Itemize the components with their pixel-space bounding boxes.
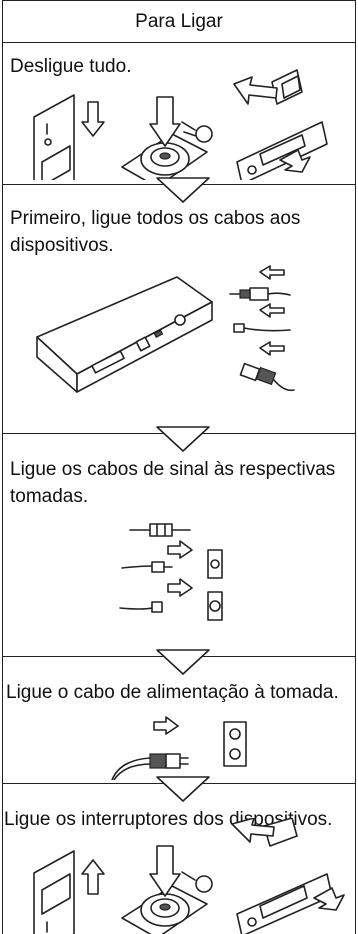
right-arrow-icon bbox=[167, 540, 193, 597]
hand-arrow-icon bbox=[279, 149, 311, 173]
usb-plug-icon bbox=[239, 362, 295, 392]
left-arrow-icon bbox=[233, 76, 278, 105]
coax-splitter-icon bbox=[129, 523, 191, 537]
down-arrow-icon-2 bbox=[156, 426, 210, 452]
connect-cables-illustration bbox=[36, 265, 295, 393]
down-arrow-icon-3 bbox=[156, 649, 210, 675]
hand-arrow-icon bbox=[313, 887, 345, 911]
push-button-icon bbox=[121, 96, 213, 180]
phone-wall-outlet-icon bbox=[207, 591, 223, 621]
power-plug-icon bbox=[111, 753, 189, 780]
coax-plug-icon bbox=[121, 561, 173, 573]
rocker-switch-icon bbox=[236, 69, 328, 180]
step-2-text: Primeiro, ligue todos os cabos aos dispo… bbox=[10, 208, 301, 256]
coax-wall-outlet-icon bbox=[207, 549, 223, 579]
step-4-text: Ligue o cabo de alimentação à tomada. bbox=[6, 682, 339, 703]
power-outlet-icon bbox=[223, 721, 247, 767]
rocker-switch-icon bbox=[236, 818, 333, 934]
up-arrow-icon bbox=[81, 859, 105, 895]
page-title: Para Ligar bbox=[2, 0, 356, 43]
cable-arrow-icons bbox=[259, 265, 285, 356]
audio-plug-icon bbox=[229, 287, 291, 301]
left-arrow-icon bbox=[231, 818, 275, 843]
down-arrow-icon-1 bbox=[156, 177, 210, 203]
right-arrow-icon bbox=[153, 716, 179, 735]
wall-switch-icon bbox=[33, 850, 75, 934]
laptop-icon bbox=[36, 276, 213, 393]
step-3-text: Ligue os cabos de sinal às respectivas t… bbox=[10, 459, 336, 507]
push-button-icon bbox=[121, 845, 213, 934]
power-off-illustration bbox=[33, 69, 328, 180]
phone-jack-cable-icon bbox=[119, 601, 163, 613]
phone-plug-icon bbox=[233, 323, 291, 333]
power-on-illustration bbox=[33, 818, 345, 934]
signal-cables-illustration bbox=[119, 523, 223, 621]
down-arrow-icon bbox=[81, 101, 105, 137]
step-1-text: Desligue tudo. bbox=[10, 56, 132, 77]
down-arrow-icon-4 bbox=[156, 776, 210, 802]
wall-switch-icon bbox=[33, 94, 75, 180]
power-cord-illustration bbox=[111, 716, 247, 780]
